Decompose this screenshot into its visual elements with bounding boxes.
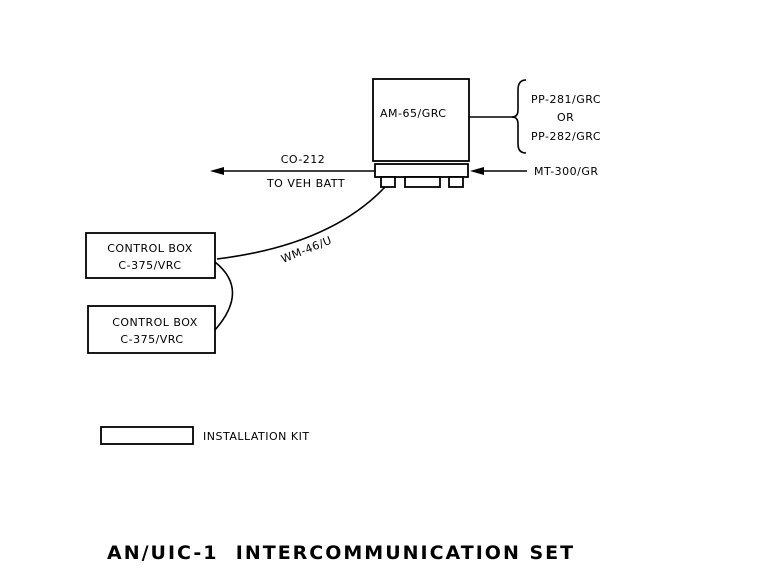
amplifier-unit: AM-65/GRC (372, 78, 470, 162)
control-box-1-frame (85, 232, 216, 279)
mount-tray (374, 163, 469, 188)
control-box-2: CONTROL BOX C-375/VRC (87, 305, 216, 354)
mount-label: MT-300/GR (534, 165, 599, 178)
mount-pointer: MT-300/GR (470, 165, 599, 178)
power-supply-or-label: OR (557, 111, 574, 124)
legend: INSTALLATION KIT (100, 426, 310, 445)
power-supply-options: PP-281/GRC OR PP-282/GRC (531, 93, 601, 143)
diagram-title: AN/UIC-1 INTERCOMMUNICATION SET (107, 542, 575, 564)
power-supply-option-1: PP-281/GRC (531, 93, 601, 106)
control-cable: WM-46/U (216, 186, 386, 266)
mount-connector-right (448, 176, 464, 188)
power-supply-option-2: PP-282/GRC (531, 130, 601, 143)
power-supply-brace (511, 79, 527, 154)
control-box-1-model: C-375/VRC (118, 259, 181, 272)
control-box-1: CONTROL BOX C-375/VRC (85, 232, 216, 279)
power-cable-arrowhead (210, 167, 224, 175)
mount-connector-left (380, 176, 396, 188)
control-box-2-model: C-375/VRC (120, 333, 183, 346)
mount-tray-body (374, 163, 469, 178)
control-box-2-title: CONTROL BOX (112, 316, 198, 329)
legend-installation-kit-label: INSTALLATION KIT (203, 430, 310, 443)
power-cable: CO-212 TO VEH BATT (210, 153, 375, 190)
power-cable-label: CO-212 (281, 153, 326, 166)
control-box-1-title: CONTROL BOX (107, 242, 193, 255)
control-cable-line (216, 186, 386, 260)
control-box-link-cable (214, 261, 234, 331)
amplifier-label: AM-65/GRC (380, 107, 447, 120)
mount-pointer-arrowhead (470, 167, 484, 175)
amplifier-box (372, 78, 470, 162)
power-cable-note: TO VEH BATT (266, 177, 345, 190)
legend-installation-kit-swatch (100, 426, 194, 445)
control-box-2-frame (87, 305, 216, 354)
mount-connector-center (404, 176, 441, 188)
